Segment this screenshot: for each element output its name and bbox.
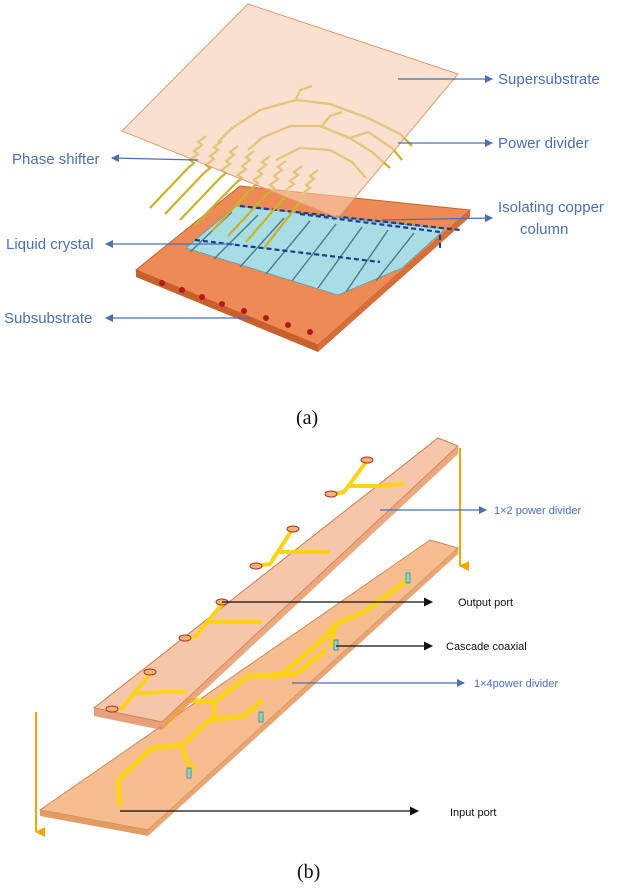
panel-a: Supersubstrate Power divider Phase shift… <box>4 3 604 429</box>
panel-b-annotations: 1×2 power divider Output port Cascade co… <box>120 505 581 819</box>
label-input-port: Input port <box>450 807 496 819</box>
label-supersubstrate: Supersubstrate <box>498 71 600 88</box>
liquid-crystal-layer <box>185 204 461 296</box>
caption-a: (a) <box>296 407 318 429</box>
label-isolating-copper: Isolating copper <box>498 199 604 216</box>
panel-b: 1×2 power divider Output port Cascade co… <box>35 437 581 883</box>
label-liquid-crystal: Liquid crystal <box>6 236 94 253</box>
label-output-port: Output port <box>458 597 513 609</box>
label-1x4-power-divider: 1×4power divider <box>474 678 558 690</box>
top-board-1x2 <box>92 437 459 730</box>
label-cascade-coaxial: Cascade coaxial <box>446 641 527 653</box>
caption-b: (b) <box>297 861 320 883</box>
panel-a-annotations: Supersubstrate Power divider Phase shift… <box>4 71 604 327</box>
label-power-divider: Power divider <box>498 135 589 152</box>
label-1x2-power-divider: 1×2 power divider <box>494 505 581 517</box>
via-holes <box>159 280 313 335</box>
ports-1x2 <box>105 456 374 713</box>
label-phase-shifter: Phase shifter <box>12 151 100 168</box>
coaxial-pins <box>186 572 411 779</box>
supersubstrate-layer <box>121 3 459 219</box>
bottom-board-1x4 <box>38 539 460 836</box>
label-subsubstrate: Subsubstrate <box>4 310 92 327</box>
label-isolating-column: column <box>520 221 568 238</box>
